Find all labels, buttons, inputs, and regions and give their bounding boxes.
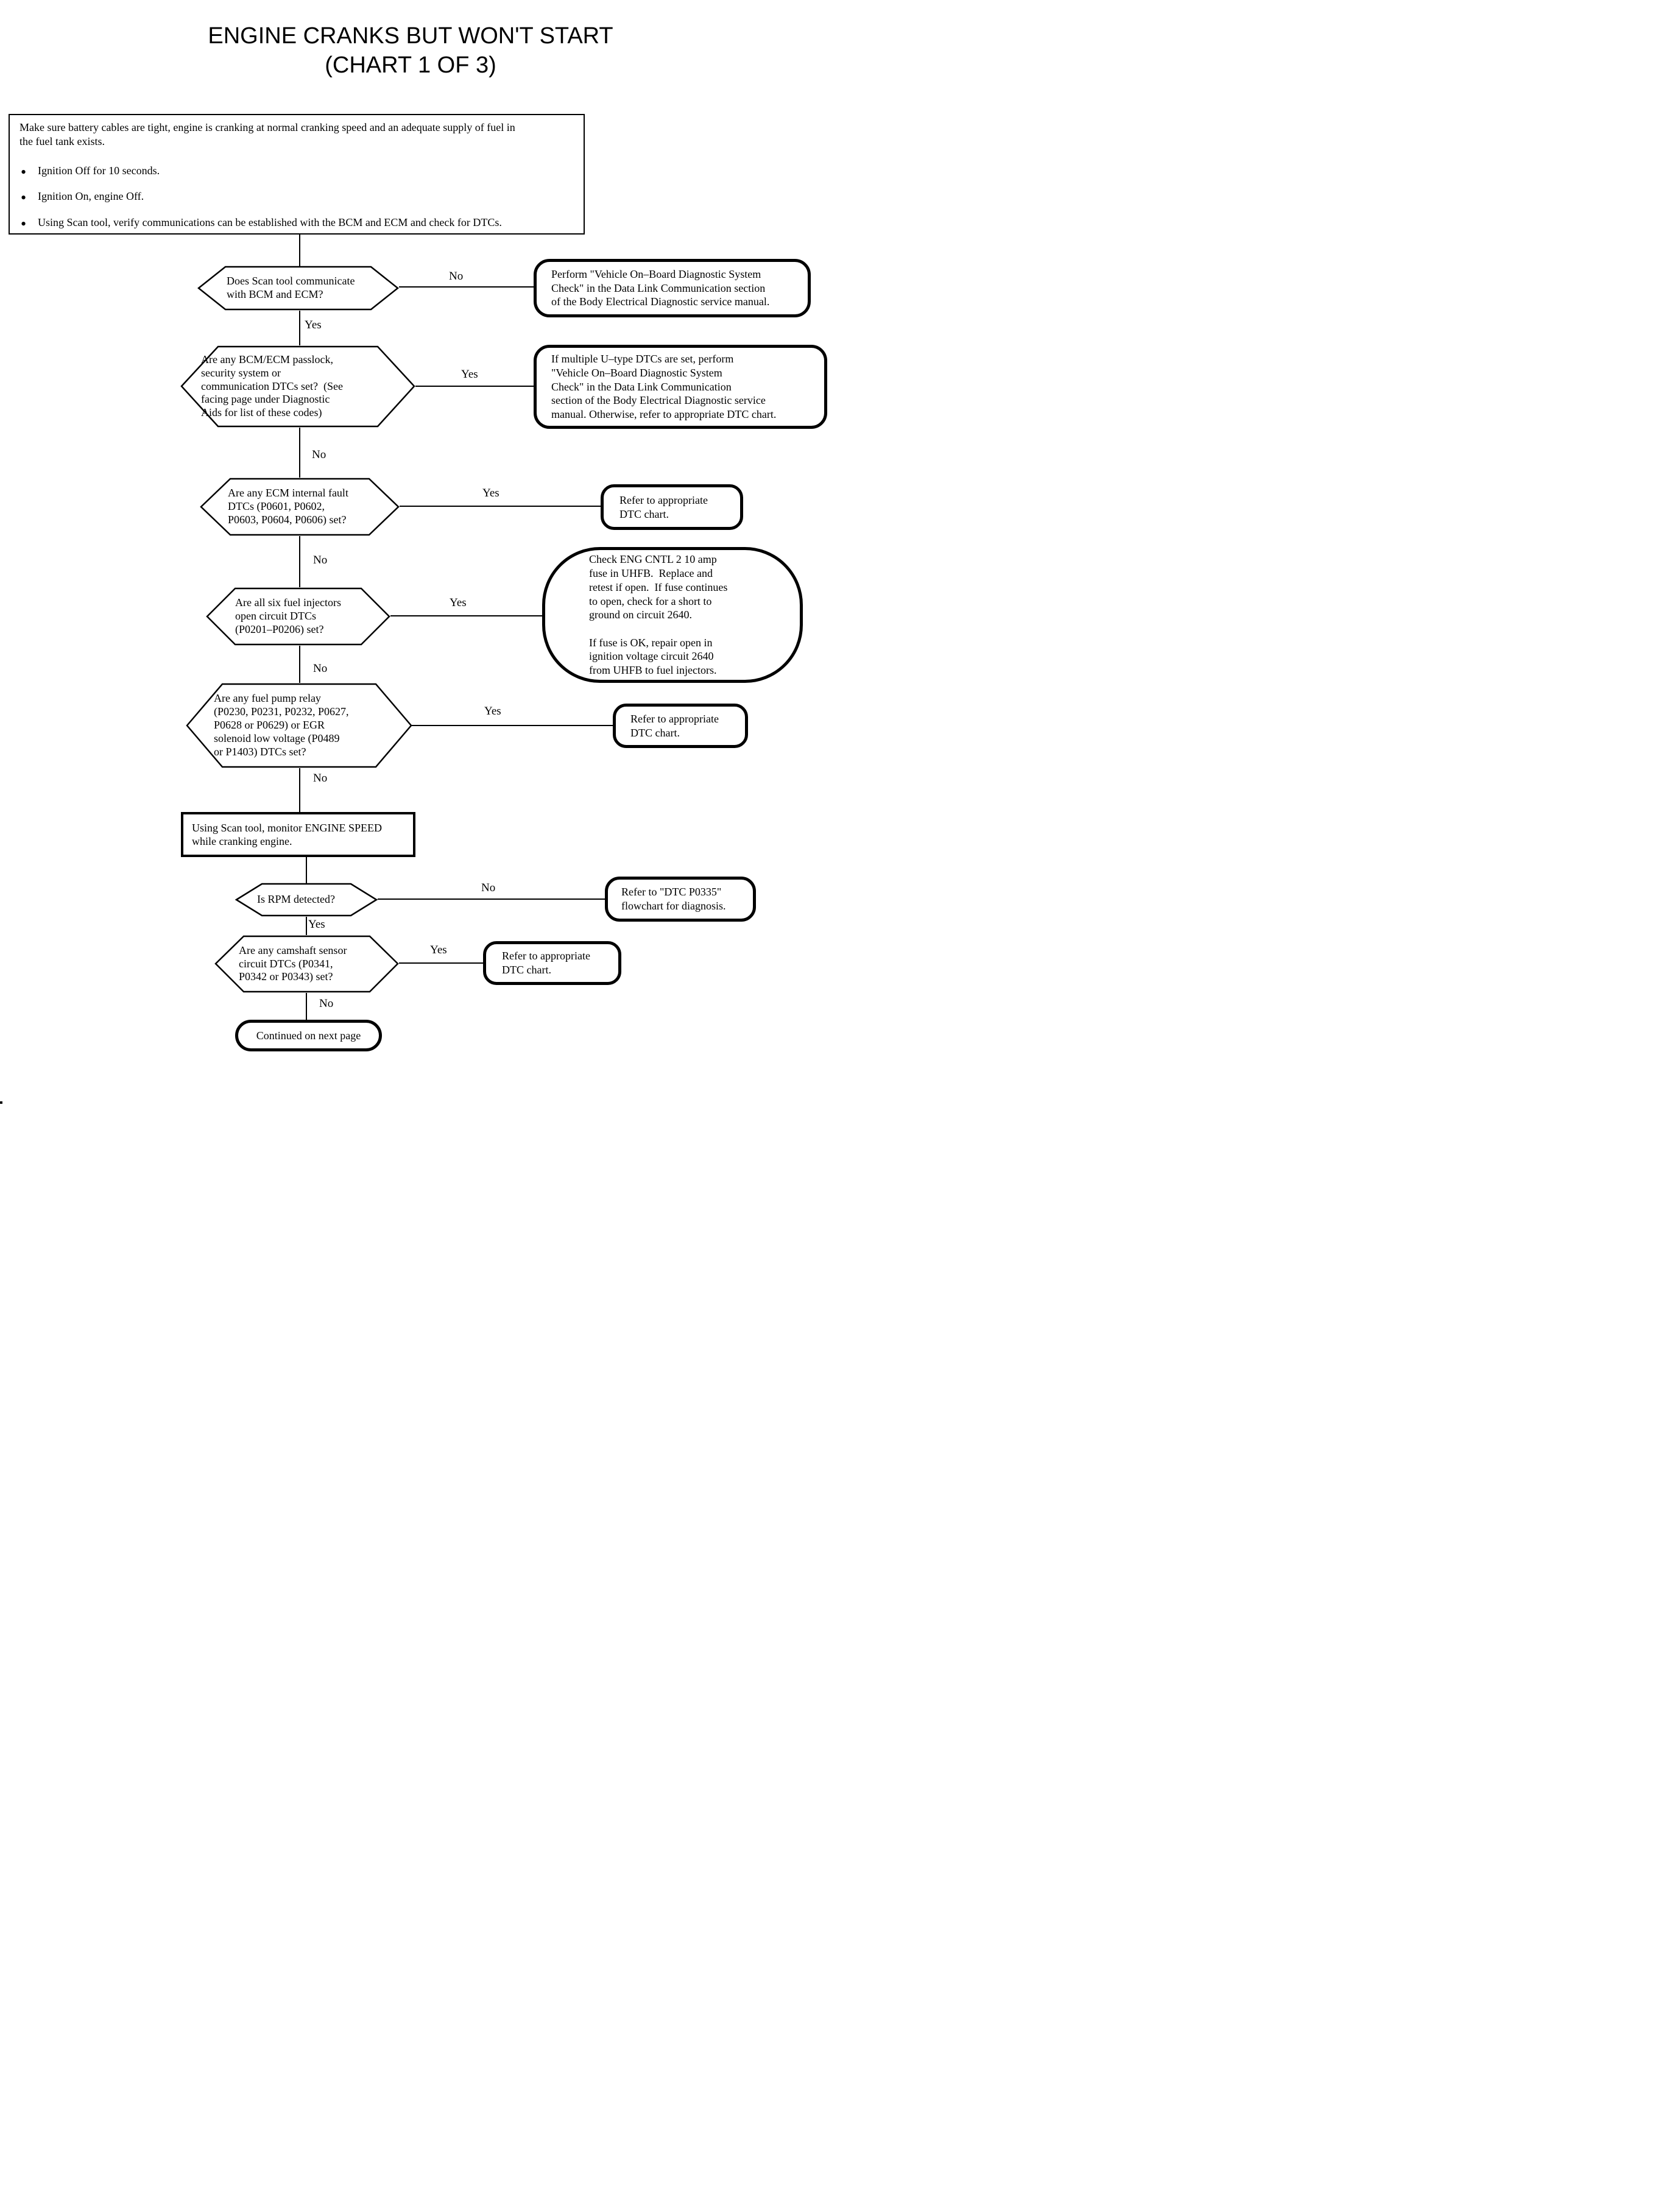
- process-text: Using Scan tool, monitor ENGINE SPEED wh…: [192, 821, 382, 848]
- page-title-line1: ENGINE CRANKS BUT WON'T START: [208, 23, 613, 49]
- edge-q6-no: [378, 898, 605, 900]
- label-q5-yes: Yes: [484, 705, 501, 718]
- hexagon-outline-icon: [235, 883, 378, 917]
- edge-q7-no: [306, 993, 307, 1020]
- edge-q3-no: [299, 536, 300, 587]
- action-refer-p0335-flowchart: Refer to "DTC P0335" flowchart for diagn…: [605, 877, 756, 922]
- intro-instructions-box: Make sure battery cables are tight, engi…: [9, 114, 585, 235]
- edge-q5-yes: [409, 725, 613, 726]
- decision-text: Are any ECM internal fault DTCs (P0601, …: [228, 487, 348, 526]
- edge-q3-yes: [400, 506, 601, 507]
- edge-q2-yes: [415, 386, 534, 387]
- label-q7-yes: Yes: [430, 944, 447, 956]
- flowchart-page: ENGINE CRANKS BUT WON'T START (CHART 1 O…: [0, 0, 840, 1105]
- hexagon-outline-icon: [200, 478, 400, 536]
- hexagon-outline-icon: [186, 683, 412, 768]
- decision-passlock-dtcs: Are any BCM/ECM passlock, security syste…: [180, 345, 415, 428]
- terminal-continued-next-page: Continued on next page: [235, 1020, 382, 1051]
- label-q1-yes: Yes: [305, 319, 322, 331]
- hexagon-outline-icon: [180, 345, 415, 428]
- decision-injector-open-circuit: Are all six fuel injectors open circuit …: [206, 587, 390, 646]
- process-monitor-engine-speed: Using Scan tool, monitor ENGINE SPEED wh…: [181, 812, 415, 857]
- scan-artifact-dot: [0, 1101, 2, 1104]
- edge-q6-yes: [306, 917, 307, 935]
- label-q5-no: No: [313, 772, 328, 785]
- action-utype-dtcs: If multiple U–type DTCs are set, perform…: [534, 345, 827, 429]
- page-title: ENGINE CRANKS BUT WON'T START (CHART 1 O…: [0, 22, 821, 80]
- action-text: Check ENG CNTL 2 10 amp fuse in UHFB. Re…: [589, 553, 728, 676]
- hexagon-outline-icon: [197, 266, 399, 311]
- hexagon-outline-icon: [206, 587, 390, 646]
- label-q6-yes: Yes: [308, 918, 325, 931]
- label-q3-yes: Yes: [482, 487, 499, 500]
- intro-bullet-ignition-off: Ignition Off for 10 seconds.: [10, 163, 584, 182]
- action-text: Refer to "DTC P0335" flowchart for diagn…: [621, 886, 726, 912]
- action-text: Refer to appropriate DTC chart.: [630, 712, 719, 739]
- edge-proc-to-q6: [306, 857, 307, 884]
- label-q2-no: No: [312, 448, 326, 461]
- page-title-line2: (CHART 1 OF 3): [325, 52, 496, 78]
- decision-text: Does Scan tool communicate with BCM and …: [227, 275, 355, 300]
- label-q2-yes: Yes: [461, 368, 478, 381]
- decision-ecm-internal-fault: Are any ECM internal fault DTCs (P0601, …: [200, 478, 400, 536]
- decision-text: Are any fuel pump relay (P0230, P0231, P…: [214, 692, 349, 758]
- edge-q2-no: [299, 428, 300, 478]
- edge-q1-yes: [299, 311, 300, 345]
- decision-text: Is RPM detected?: [257, 893, 335, 906]
- hexagon-outline-icon: [214, 935, 399, 993]
- intro-bullet-list: Ignition Off for 10 seconds. Ignition On…: [10, 163, 584, 233]
- edge-q4-yes: [390, 615, 542, 616]
- decision-text: Are any camshaft sensor circuit DTCs (P0…: [239, 944, 347, 983]
- edge-q5-no: [299, 768, 300, 812]
- action-text: Perform "Vehicle On–Board Diagnostic Sys…: [551, 267, 770, 308]
- intro-bullet-ignition-on: Ignition On, engine Off.: [10, 188, 584, 207]
- action-text: If multiple U–type DTCs are set, perform…: [551, 353, 777, 420]
- edge-intro-to-q1: [299, 235, 300, 267]
- action-refer-dtc-chart-1: Refer to appropriate DTC chart.: [601, 484, 743, 530]
- action-text: Refer to appropriate DTC chart.: [619, 493, 708, 520]
- decision-rpm-detected: Is RPM detected?: [235, 883, 378, 917]
- edge-q1-no: [399, 286, 534, 288]
- action-obd-system-check: Perform "Vehicle On–Board Diagnostic Sys…: [534, 259, 811, 317]
- label-q1-no: No: [449, 270, 464, 283]
- label-q4-no: No: [313, 662, 328, 675]
- decision-text: Are all six fuel injectors open circuit …: [235, 596, 341, 635]
- action-text: Refer to appropriate DTC chart.: [502, 950, 590, 976]
- decision-text: Are any BCM/ECM passlock, security syste…: [201, 353, 343, 419]
- edge-q7-yes: [399, 962, 483, 964]
- label-q3-no: No: [313, 554, 328, 567]
- label-q6-no: No: [481, 881, 496, 894]
- label-q7-no: No: [319, 997, 334, 1010]
- intro-bullet-verify-comms: Using Scan tool, verify communications c…: [10, 214, 584, 233]
- label-q4-yes: Yes: [450, 596, 467, 609]
- intro-paragraph: Make sure battery cables are tight, engi…: [19, 121, 515, 148]
- edge-q4-no: [299, 646, 300, 683]
- action-refer-dtc-chart-2: Refer to appropriate DTC chart.: [613, 704, 748, 748]
- decision-camshaft-sensor-dtcs: Are any camshaft sensor circuit DTCs (P0…: [214, 935, 399, 993]
- decision-scan-tool-communicate: Does Scan tool communicate with BCM and …: [197, 266, 399, 311]
- action-check-eng-cntl-fuse: Check ENG CNTL 2 10 amp fuse in UHFB. Re…: [542, 547, 803, 683]
- terminal-text: Continued on next page: [256, 1029, 361, 1042]
- action-refer-dtc-chart-3: Refer to appropriate DTC chart.: [483, 941, 621, 985]
- decision-fuel-pump-relay-egr: Are any fuel pump relay (P0230, P0231, P…: [186, 683, 412, 768]
